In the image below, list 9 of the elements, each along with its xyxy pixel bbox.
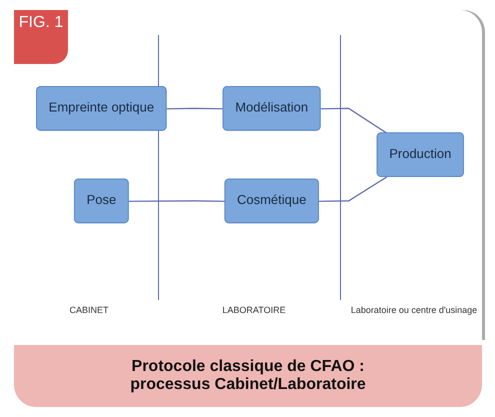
connector (128, 200, 226, 202)
connector (166, 108, 224, 110)
connector (318, 176, 388, 202)
figure-badge: FIG. 1 (14, 10, 68, 64)
column-label: CABINET (70, 305, 108, 315)
connector (320, 108, 388, 134)
caption: Protocole classique de CFAO : processus Cabinet/Laboratoire (129, 358, 367, 394)
column-label: LABORATOIRE (222, 305, 286, 315)
column-label: Laboratoire ou centre d'usinage (350, 305, 478, 315)
